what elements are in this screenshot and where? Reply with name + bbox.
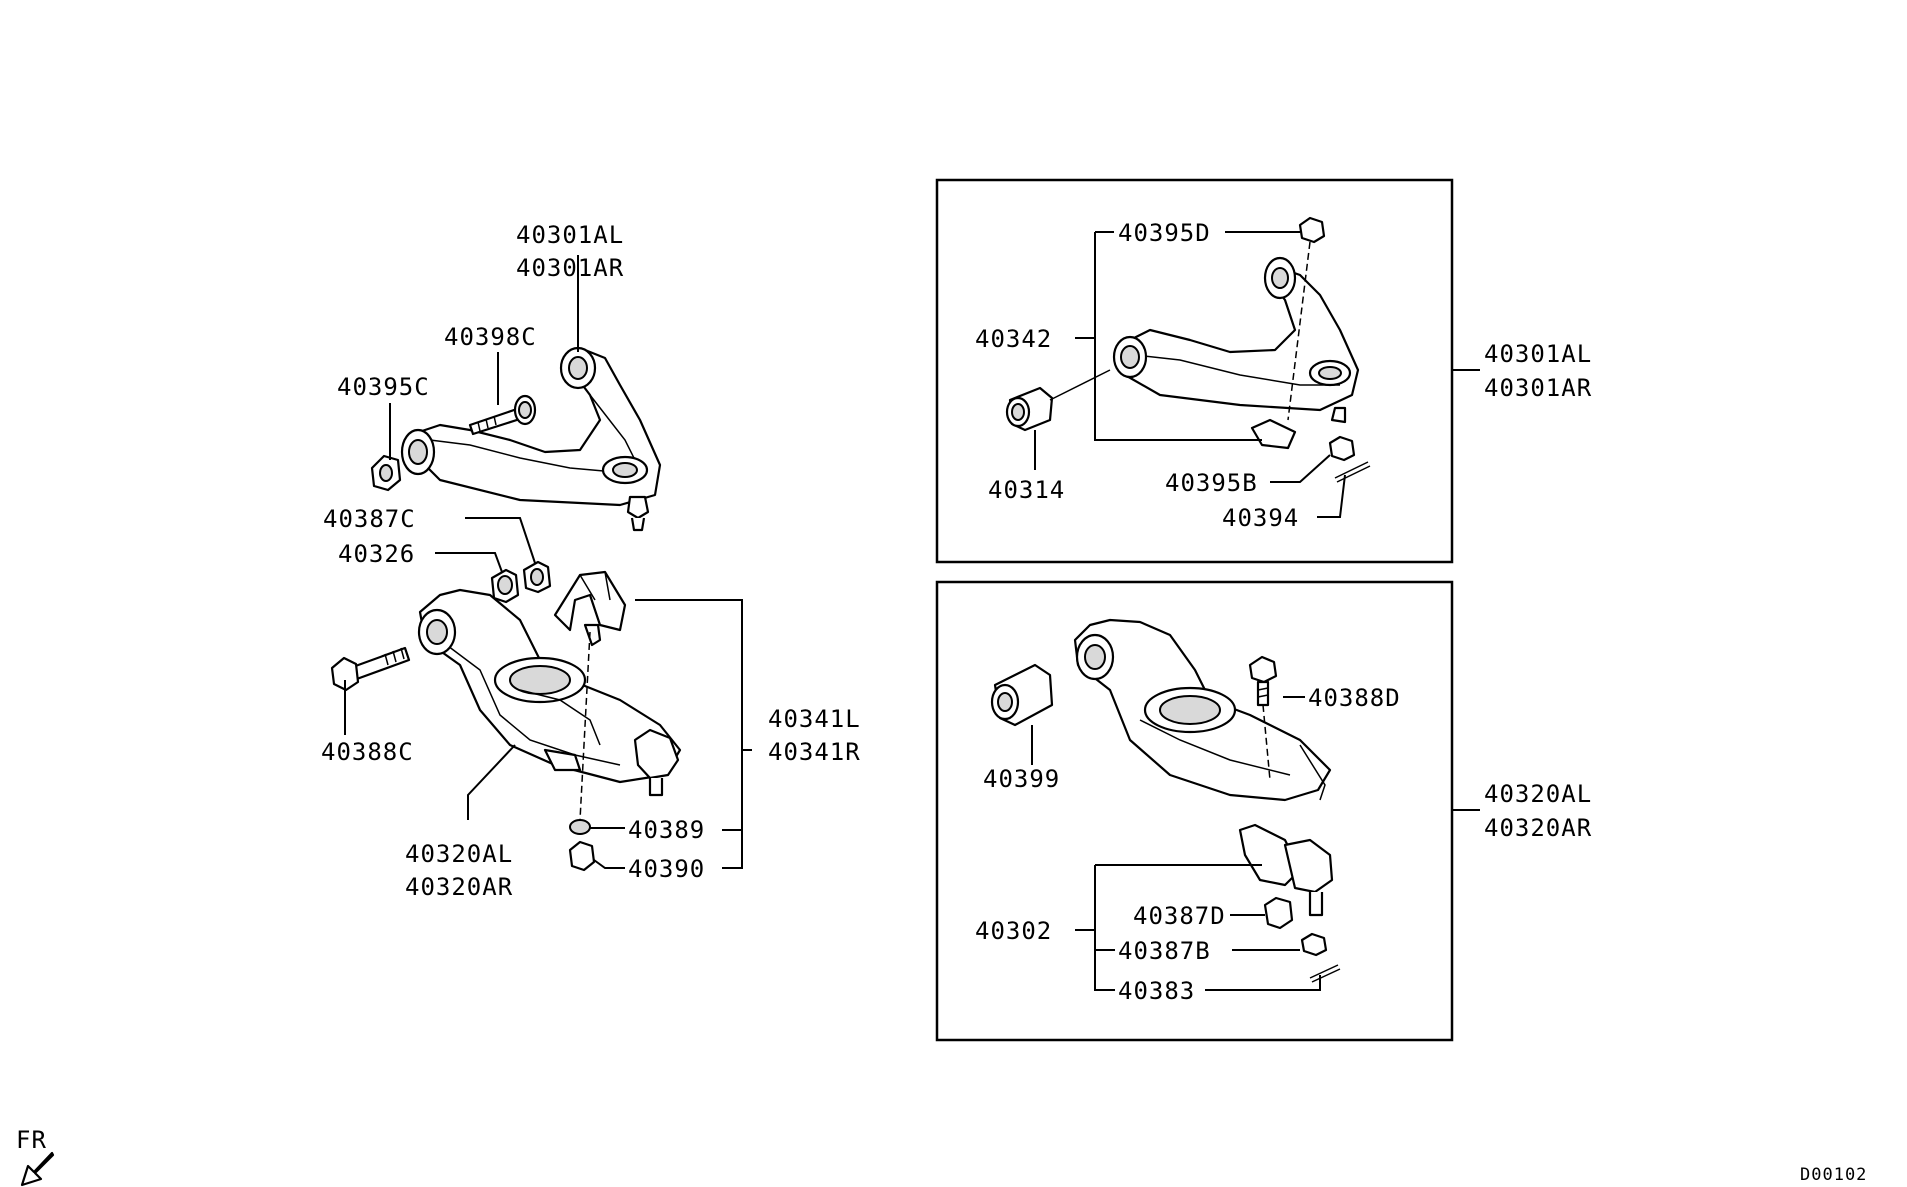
label-left-bushing: 40326 — [338, 540, 415, 568]
label-left-nut-c: 40387C — [323, 505, 416, 533]
label-box-lower-bolt-d: 40388D — [1308, 684, 1401, 712]
upper-box-cotter-pin — [1334, 461, 1371, 483]
lower-washer — [569, 819, 591, 835]
upper-box-bracket-plate — [1250, 418, 1297, 450]
left-lower-arm-drawing — [330, 570, 682, 872]
front-direction-label: FR — [16, 1126, 47, 1154]
label-box-lower-bushing: 40399 — [983, 765, 1060, 793]
diagram-code: D00102 — [1800, 1165, 1867, 1185]
label-box-lower-nut-b: 40387B — [1118, 937, 1211, 965]
lower-arm-bolt — [330, 646, 411, 692]
label-box-upper-bracket: 40342 — [975, 325, 1052, 353]
lower-box-nut-d — [1263, 896, 1294, 930]
upper-box-leader-lines — [1034, 231, 1480, 518]
lower-box-bolt — [1248, 655, 1278, 707]
lower-box-labels: 40388D 40399 40302 40387D 40387B 40383 4… — [975, 684, 1592, 1005]
label-left-lower-arm-r: 40320AR — [405, 873, 513, 901]
label-box-upper-pin: 40394 — [1222, 504, 1299, 532]
label-left-washer: 40389 — [628, 816, 705, 844]
lower-box-nut-b — [1300, 932, 1328, 957]
left-labels: 40301AL 40301AR 40398C 40395C 40387C 403… — [321, 221, 861, 901]
label-left-upper-bolt: 40398C — [444, 323, 537, 351]
label-box-upper-arm-l: 40301AL — [1484, 340, 1592, 368]
label-left-upper-nut: 40395C — [337, 373, 430, 401]
label-left-lower-nut: 40390 — [628, 855, 705, 883]
front-direction-arrow-icon — [20, 1151, 55, 1187]
lower-nut — [568, 840, 596, 872]
label-box-lower-arm-l: 40320AL — [1484, 780, 1592, 808]
label-left-lower-arm-l: 40320AL — [405, 840, 513, 868]
upper-box-drawing — [1005, 216, 1371, 483]
label-box-upper-bushing: 40314 — [988, 476, 1065, 504]
label-box-lower-ball-joint: 40302 — [975, 917, 1052, 945]
label-box-lower-nut-d: 40387D — [1133, 902, 1226, 930]
upper-box-nut-b — [1328, 435, 1356, 462]
lower-box-cotter-pin — [1309, 964, 1341, 983]
lower-box-ball-joint — [1238, 823, 1334, 917]
lower-arm-bracket — [553, 570, 627, 647]
label-left-bracket-l: 40341L — [768, 705, 861, 733]
label-left-upper-arm-l: 40301AL — [516, 221, 624, 249]
label-left-bracket-r: 40341R — [768, 738, 861, 766]
left-leader-lines — [344, 255, 752, 869]
upper-box-labels: 40395D 40342 40314 40395B 40394 40301AL … — [975, 219, 1592, 532]
label-box-lower-arm-r: 40320AR — [1484, 814, 1592, 842]
upper-arm-bolt — [468, 394, 537, 436]
upper-box-nut-d — [1298, 216, 1326, 244]
upper-box-bushing — [1005, 386, 1054, 432]
label-box-upper-nut-d: 40395D — [1118, 219, 1211, 247]
lower-box-leader-lines — [1031, 696, 1480, 991]
label-box-upper-nut-b: 40395B — [1165, 469, 1258, 497]
upper-arm-nut — [370, 454, 402, 492]
left-bushing-nut-drawing — [490, 560, 552, 604]
lower-box-bushing — [990, 663, 1054, 727]
label-box-upper-arm-r: 40301AR — [1484, 374, 1592, 402]
lower-box-drawing — [990, 618, 1341, 983]
label-left-upper-arm-r: 40301AR — [516, 254, 624, 282]
lower-arm-detail-box — [935, 580, 1454, 1042]
label-box-lower-pin: 40383 — [1118, 977, 1195, 1005]
label-left-lower-bolt: 40388C — [321, 738, 414, 766]
